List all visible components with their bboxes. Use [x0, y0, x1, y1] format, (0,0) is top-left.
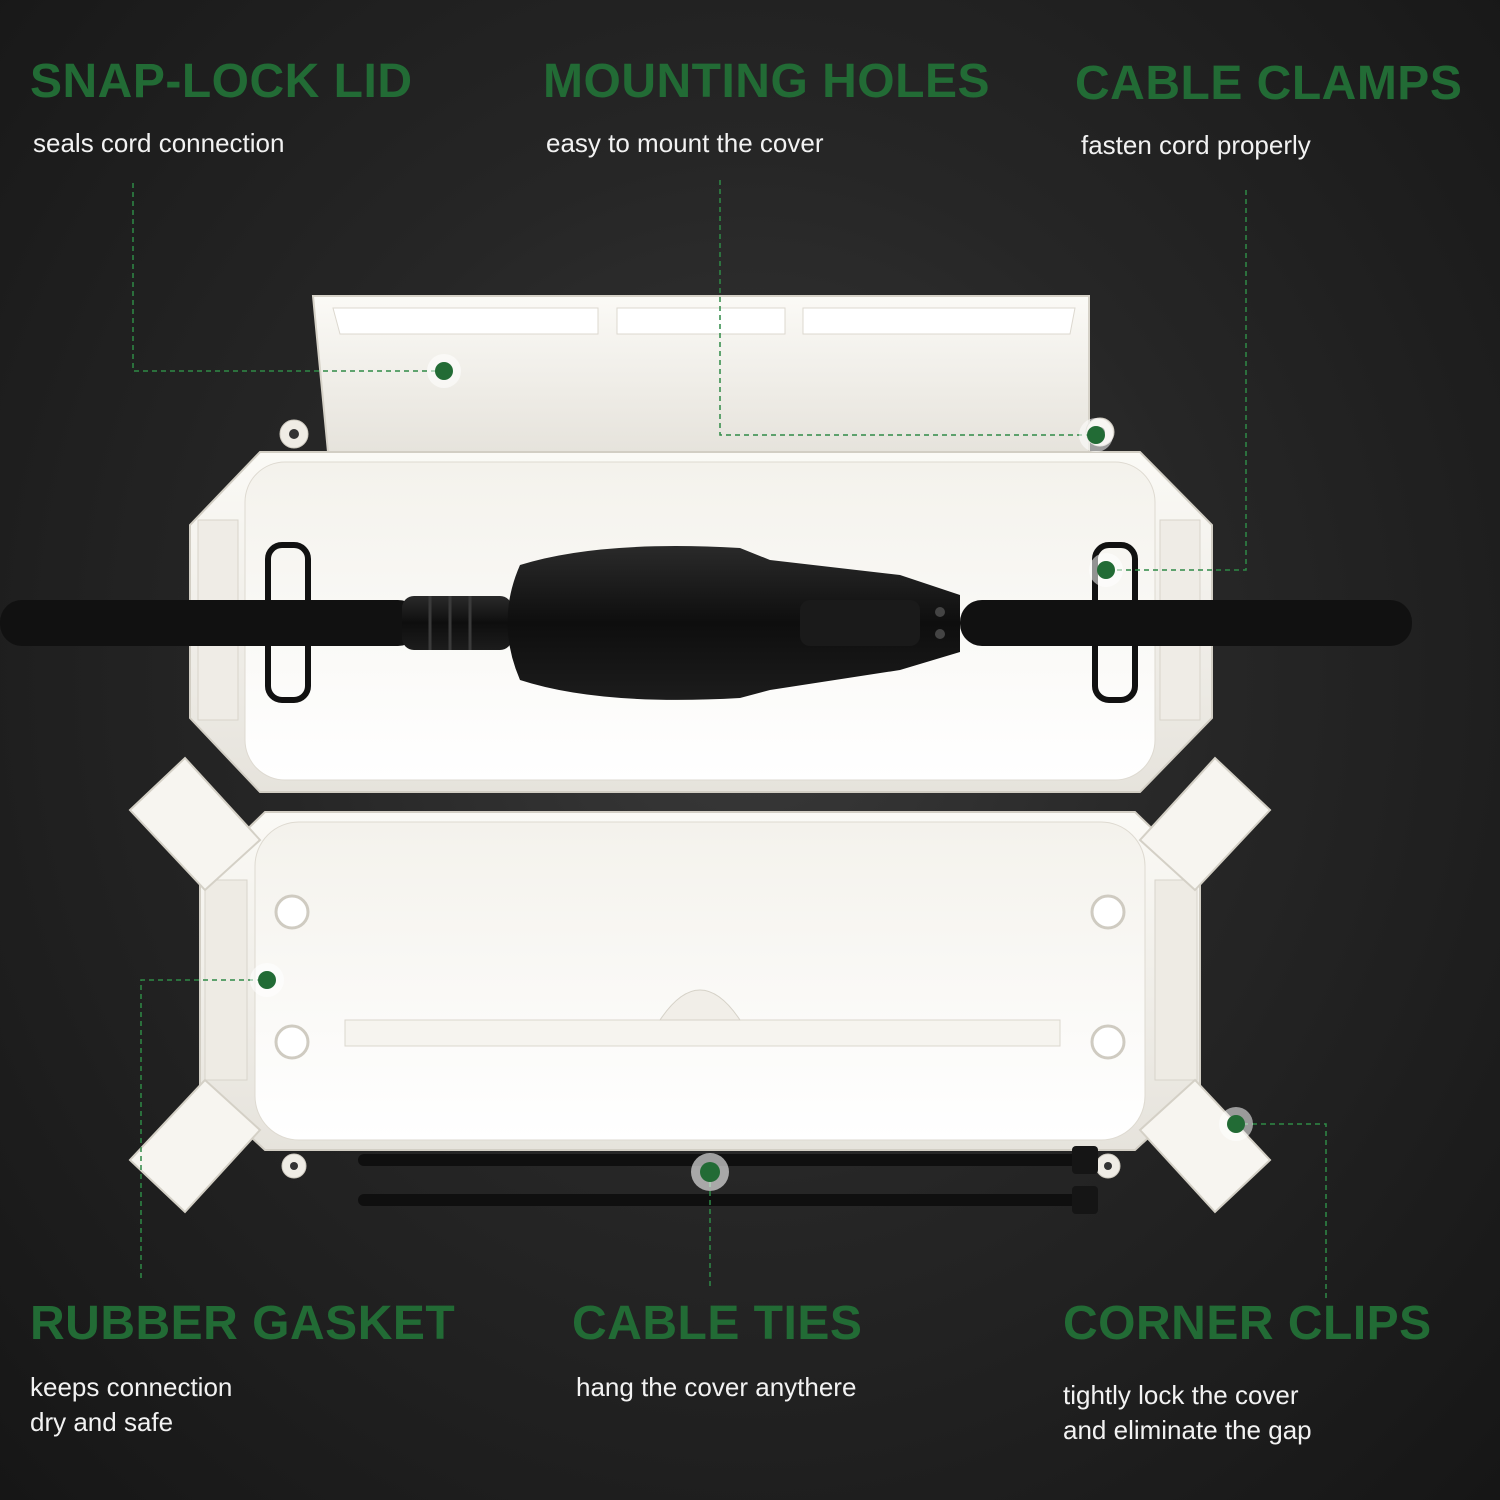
feature-description: keeps connection dry and safe — [30, 1370, 455, 1440]
feature-title: CORNER CLIPS — [1063, 1297, 1432, 1350]
feature-title: MOUNTING HOLES — [543, 55, 990, 108]
cable-tie-icon — [358, 1146, 1098, 1214]
feature-title: RUBBER GASKET — [30, 1297, 456, 1350]
feature-corner-clips: CORNER CLIPS tightly lock the cover and … — [1063, 1300, 1432, 1448]
feature-cable-clamps: CABLE CLAMPS fasten cord properly — [1075, 60, 1462, 163]
corner-clips — [128, 756, 1272, 1214]
feature-description: tightly lock the cover and eliminate the… — [1063, 1378, 1432, 1448]
feature-title: CABLE TIES — [572, 1297, 863, 1350]
feature-title: SNAP-LOCK LID — [30, 55, 413, 108]
description-line: keeps connection — [30, 1372, 233, 1402]
callout-dots — [250, 354, 1253, 1191]
snap-lock-lid — [311, 295, 1090, 453]
feature-title: CABLE CLAMPS — [1075, 57, 1463, 110]
feature-description: seals cord connection — [33, 128, 285, 158]
feature-snap-lock-lid: SNAP-LOCK LID seals cord connection — [30, 58, 412, 161]
lower-housing — [199, 811, 1201, 1179]
feature-cable-ties: CABLE TIES hang the cover anythere — [572, 1300, 862, 1405]
description-line: and eliminate the gap — [1063, 1415, 1312, 1445]
description-line: dry and safe — [30, 1407, 174, 1437]
extension-plug-icon — [0, 546, 1412, 700]
feature-description: fasten cord properly — [1081, 130, 1311, 160]
feature-description: easy to mount the cover — [546, 128, 824, 158]
feature-description: hang the cover anythere — [576, 1372, 857, 1402]
feature-mounting-holes: MOUNTING HOLES easy to mount the cover — [543, 58, 990, 161]
feature-rubber-gasket: RUBBER GASKET keeps connection dry and s… — [30, 1300, 455, 1440]
description-line: tightly lock the cover — [1063, 1380, 1299, 1410]
